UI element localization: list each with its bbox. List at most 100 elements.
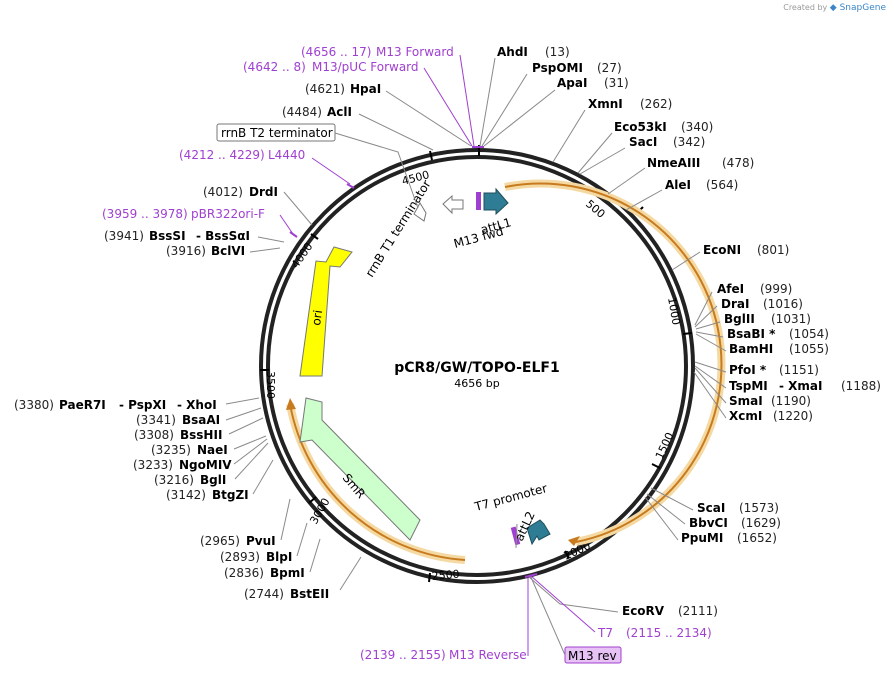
primer-pbr322ori-range: (3959 .. 3978) — [102, 207, 188, 221]
site-scai-pos: (1573) — [739, 501, 779, 515]
lead-ecorv — [528, 576, 619, 613]
t7-primer-marker — [524, 573, 538, 578]
l4440-marker — [346, 183, 355, 189]
site-bbvci-pos: (1629) — [741, 516, 781, 530]
lead-t7 — [530, 575, 596, 633]
lead-m13-puc-forward — [423, 67, 473, 147]
pbr322ori-marker — [289, 231, 298, 238]
lead-pspomi — [481, 73, 528, 147]
tick-3000 — [308, 496, 317, 504]
site-bsshii-pos: (3308) — [134, 428, 174, 442]
site-bbvci: BbvCI — [689, 516, 728, 530]
site-nmeaiii-pos: (478) — [722, 156, 754, 170]
snapgene-name: SnapGene — [839, 3, 886, 13]
orf-right-line — [504, 182, 723, 543]
lead-nmeaiii — [607, 167, 646, 195]
feature-ori: ori — [299, 246, 353, 377]
site-tspmi: TspMI — [729, 379, 768, 393]
lead-drdi — [283, 191, 313, 226]
site-paer7i: PaeR7I — [59, 398, 106, 412]
site-bsteii-pos: (2744) — [244, 587, 284, 601]
site-xcmi: XcmI — [729, 409, 762, 423]
site-pfoi-pos: (1151) — [779, 363, 819, 377]
site-drdi: DrdI — [249, 185, 278, 199]
orf-left-arrowhead — [286, 398, 296, 410]
site-paer7i-pos: (3380) — [14, 398, 54, 412]
primer-leads — [279, 54, 596, 656]
tick-1500 — [651, 463, 661, 469]
lead-eco53ki — [577, 132, 613, 174]
site-ahdi: AhdI — [497, 45, 528, 59]
site-eco53ki: Eco53kI — [614, 120, 667, 134]
left-site-labels: (4621) HpaI (4484) AclI (4012) DrdI (394… — [14, 82, 381, 601]
primer-t7-range: (2115 .. 2134) — [626, 626, 712, 640]
left-leads — [225, 90, 472, 591]
lead-afei — [694, 291, 713, 326]
site-econi: EcoNI — [703, 243, 741, 257]
created-by-text: Created by — [783, 3, 828, 12]
lead-ahdi — [479, 57, 496, 147]
plasmid-size: 4656 bp — [454, 377, 499, 390]
lead-drai — [694, 305, 718, 328]
site-ahdi-pos: (13) — [545, 45, 570, 59]
site-bgli-pos: (3216) — [154, 473, 194, 487]
site-bclvi-pos: (3916) — [166, 244, 206, 258]
m13-rev-callout: M13 rev — [529, 574, 622, 664]
orf-right-arrowhead — [568, 536, 580, 546]
lead-bpmi — [309, 538, 321, 573]
site-blpi-pos: (2893) — [220, 550, 260, 564]
site-apai: ApaI — [557, 76, 587, 90]
site-ecorv-pos: (2111) — [678, 604, 718, 618]
lead-bclvi — [249, 247, 281, 253]
lead-apai — [483, 89, 556, 147]
site-saci: SacI — [629, 135, 657, 149]
site-ppumi-pos: (1652) — [737, 531, 777, 545]
rrnb-t2-label: rrnB T2 terminator — [221, 126, 333, 140]
primer-m13-reverse: M13 Reverse — [449, 648, 527, 662]
orf-left-line — [289, 403, 466, 561]
lead-xcmi — [693, 371, 727, 419]
feature-attl2: attL2 T7 promoter — [472, 481, 551, 549]
primer-m13-forward-range: (4656 .. 17) — [301, 45, 371, 59]
lead-l4440 — [311, 157, 351, 185]
tick-label-3500: 3500 — [264, 371, 277, 399]
primer-m13-reverse-range: (2139 .. 2155) — [360, 648, 446, 662]
lead-scai — [650, 487, 694, 511]
site-btgzi-pos: (3142) — [166, 488, 206, 502]
site-saci-pos: (342) — [673, 135, 705, 149]
site-xcmi-pos: (1220) — [773, 409, 813, 423]
lead-btgzi — [252, 459, 274, 495]
m13-fwd-label: M13 fwd — [452, 224, 505, 251]
primer-l4440: L4440 — [268, 148, 305, 162]
site-xmni: XmnI — [588, 97, 623, 111]
lead-bsshii — [228, 417, 264, 435]
site-bsabi: BsaBI * — [727, 327, 776, 341]
site-bsssi-pos: (3941) — [104, 229, 144, 243]
site-drdi-pos: (4012) — [203, 185, 243, 199]
lead-bsssi — [257, 236, 285, 243]
lead-saci — [579, 147, 626, 175]
site-pspxi: - PspXI — [119, 398, 166, 412]
tick-label-1000: 1000 — [665, 296, 683, 326]
site-ngomiv-pos: (3233) — [133, 458, 173, 472]
lead-bamhi — [695, 333, 727, 352]
ori-label: ori — [309, 309, 325, 326]
lead-bsteii — [339, 556, 362, 591]
rrnb-t1-arrow — [442, 194, 464, 215]
feature-attl1: attL1 M13 fwd — [452, 187, 513, 251]
attl2-arrow — [526, 519, 551, 546]
site-alei: AleI — [665, 178, 691, 192]
site-afei: AfeI — [717, 282, 744, 296]
site-alei-pos: (564) — [706, 178, 738, 192]
lead-xmni — [552, 109, 586, 163]
tick-4000 — [310, 233, 319, 240]
site-xhoi: - XhoI — [177, 398, 217, 412]
tick-2500 — [428, 572, 431, 583]
site-acli-pos: (4484) — [282, 105, 322, 119]
lead-ngomiv — [233, 438, 268, 465]
site-bsssi: BssSI — [149, 229, 186, 243]
site-xmni-pos: (262) — [640, 97, 672, 111]
site-hpai: HpaI — [350, 82, 381, 96]
lead-smai — [694, 367, 727, 404]
